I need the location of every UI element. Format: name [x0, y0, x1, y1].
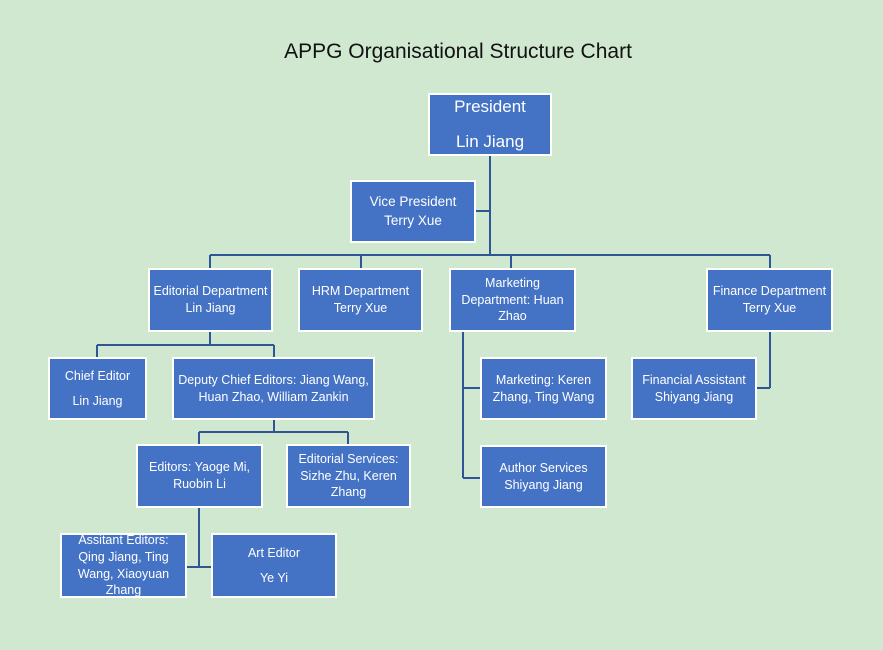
- node-president-role: President: [454, 96, 526, 116]
- node-editorial-services: Editorial Services: Sizhe Zhu, Keren Zha…: [286, 444, 411, 508]
- node-marketing-department-role: Marketing Department: Huan Zhao: [461, 275, 564, 324]
- node-editorial-department-name: Lin Jiang: [185, 301, 236, 315]
- node-vice-president: Vice President Terry Xue: [350, 180, 476, 243]
- node-marketing: Marketing: Keren Zhang, Ting Wang: [480, 357, 607, 420]
- node-finance-department-role: Finance Department: [712, 284, 827, 299]
- node-assistant-editors-role: Assitant Editors: Qing Jiang, Ting Wang,…: [77, 532, 170, 598]
- node-president: President Lin Jiang: [428, 93, 552, 156]
- node-chief-editor: Chief Editor Lin Jiang: [48, 357, 147, 420]
- node-art-editor: Art Editor Ye Yi: [211, 533, 337, 598]
- node-author-services-role: Author Services: [499, 460, 588, 475]
- node-editorial-department: Editorial Department Lin Jiang: [148, 268, 273, 332]
- node-financial-assistant-name: Shiyang Jiang: [654, 389, 734, 404]
- node-art-editor-name: Ye Yi: [259, 570, 289, 585]
- node-president-name: Lin Jiang: [455, 131, 525, 151]
- node-deputy-chief-editors: Deputy Chief Editors: Jiang Wang, Huan Z…: [172, 357, 375, 420]
- node-finance-department-name: Terry Xue: [742, 301, 797, 315]
- node-author-services-name: Shiyang Jiang: [504, 477, 583, 492]
- node-art-editor-role: Art Editor: [247, 545, 301, 560]
- node-editors: Editors: Yaoge Mi, Ruobin Li: [136, 444, 263, 508]
- node-vice-president-name: Terry Xue: [384, 212, 442, 228]
- node-finance-department: Finance Department Terry Xue: [706, 268, 833, 332]
- node-chief-editor-name: Lin Jiang: [72, 393, 123, 408]
- node-chief-editor-role: Chief Editor: [64, 368, 131, 383]
- node-editorial-department-role: Editorial Department: [153, 284, 268, 299]
- node-financial-assistant: Financial Assistant Shiyang Jiang: [631, 357, 757, 420]
- node-editors-role: Editors: Yaoge Mi, Ruobin Li: [149, 460, 250, 491]
- node-hrm-department-name: Terry Xue: [333, 301, 388, 315]
- node-deputy-chief-editors-role: Deputy Chief Editors: Jiang Wang, Huan Z…: [178, 372, 369, 404]
- node-financial-assistant-role: Financial Assistant: [642, 372, 746, 387]
- node-marketing-role: Marketing: Keren Zhang, Ting Wang: [492, 372, 595, 404]
- node-author-services: Author Services Shiyang Jiang: [480, 445, 607, 508]
- page-title: APPG Organisational Structure Chart: [284, 40, 632, 63]
- node-hrm-department: HRM Department Terry Xue: [298, 268, 423, 332]
- node-vice-president-role: Vice President: [369, 194, 457, 210]
- node-assistant-editors: Assitant Editors: Qing Jiang, Ting Wang,…: [60, 533, 187, 598]
- node-hrm-department-role: HRM Department: [311, 284, 410, 299]
- node-marketing-department: Marketing Department: Huan Zhao: [449, 268, 576, 332]
- node-editorial-services-role: Editorial Services: Sizhe Zhu, Keren Zha…: [298, 451, 399, 500]
